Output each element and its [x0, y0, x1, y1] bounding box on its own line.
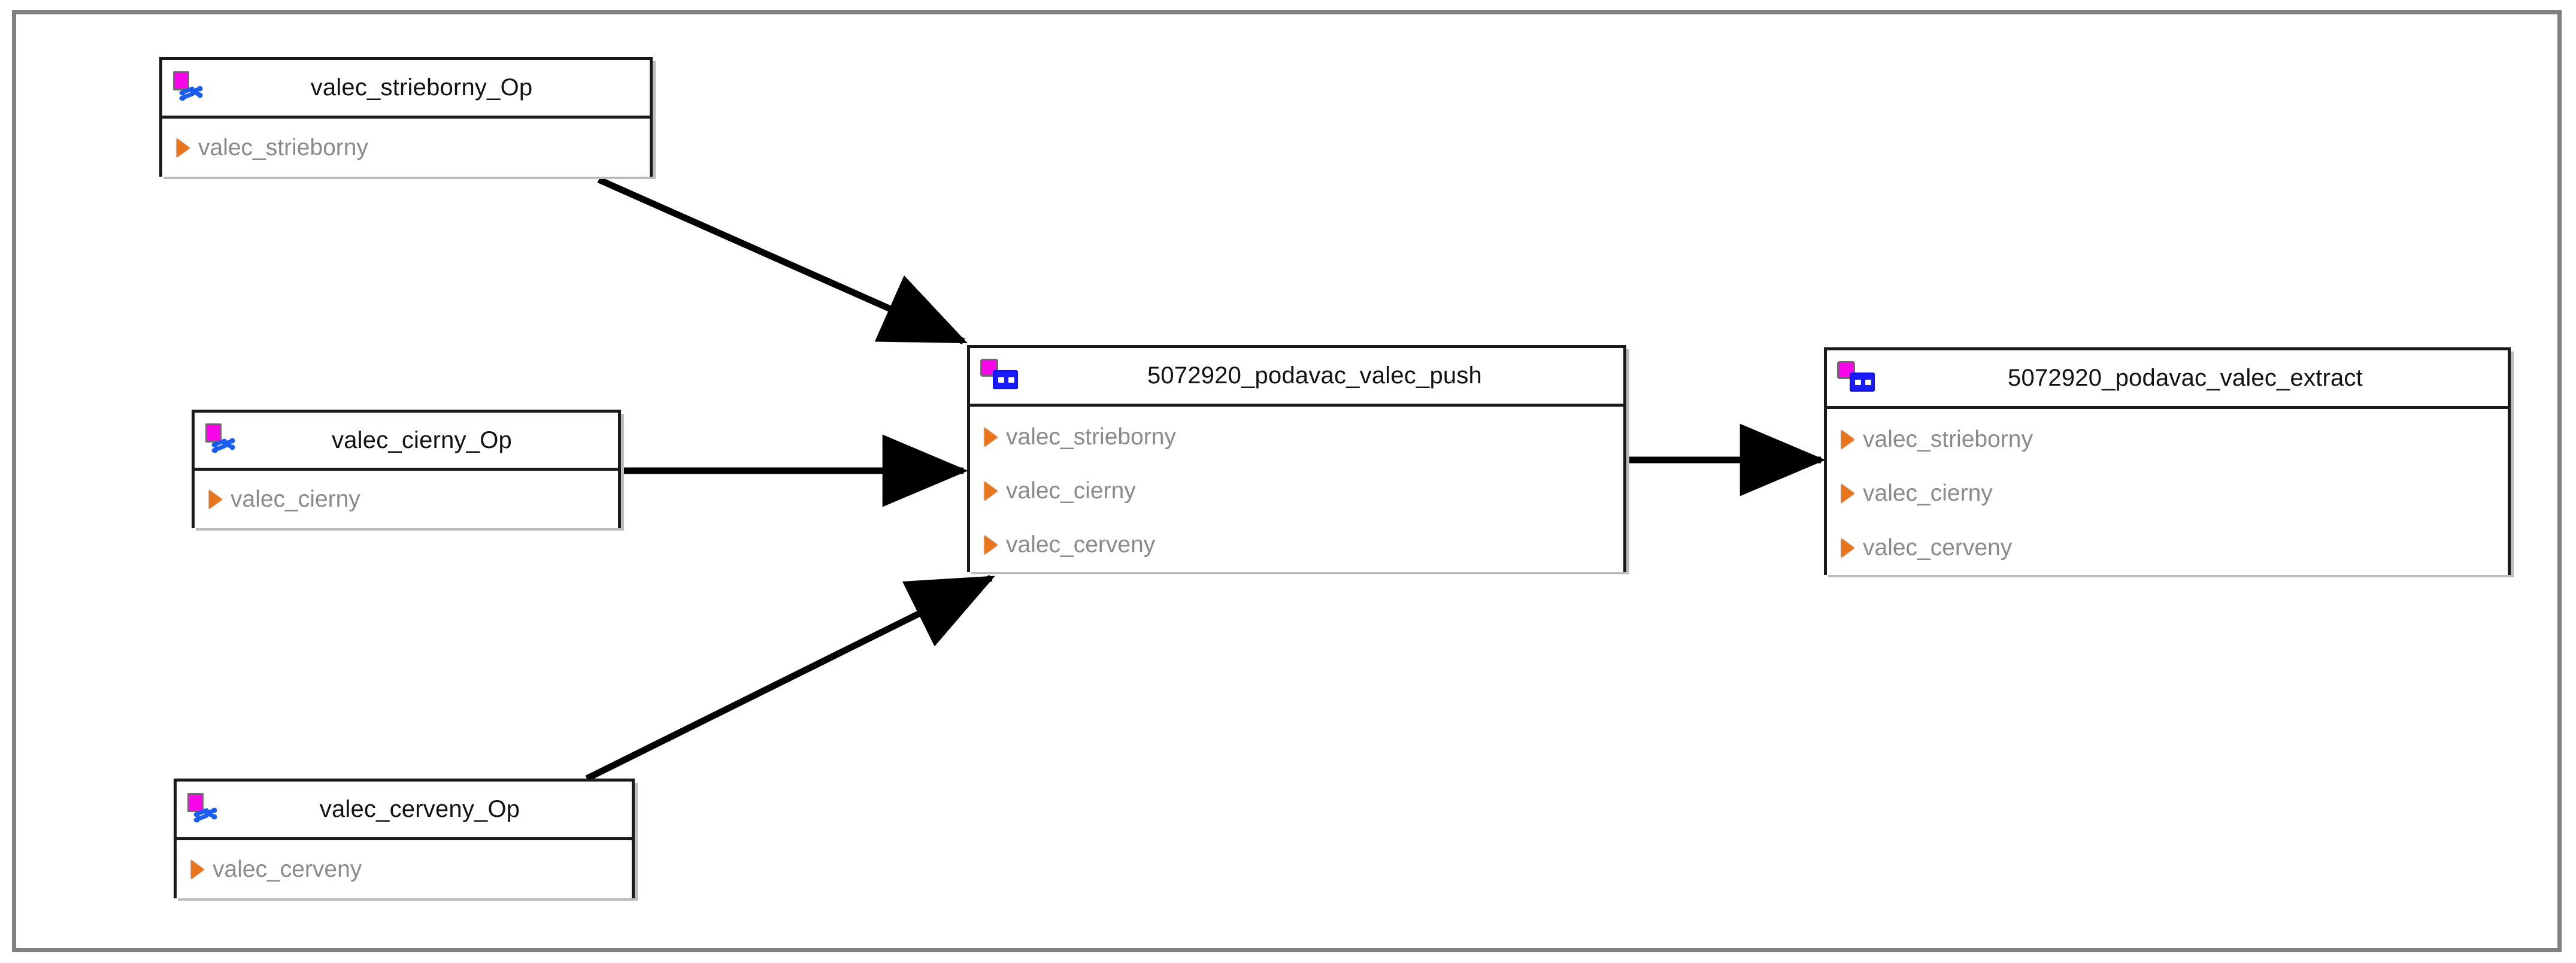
class-icon [1836, 361, 1876, 396]
attribute-row[interactable]: valec_cerveny [1827, 521, 2508, 575]
node-title: valec_strieborny_Op [310, 74, 533, 101]
class-icon [980, 358, 1019, 393]
node-header: valec_cierny_Op [195, 413, 618, 471]
attribute-row[interactable]: valec_strieborny [970, 410, 1623, 464]
node-body: valec_cerveny [177, 840, 632, 898]
attribute-label: valec_strieborny [1006, 424, 1176, 450]
node-title: 5072920_podavac_valec_push [1147, 362, 1482, 389]
node-body: valec_strieborny valec_cierny valec_cerv… [1827, 409, 2508, 575]
edge-cerveny-to-push [585, 575, 995, 782]
attribute-row[interactable]: valec_cerveny [177, 856, 632, 883]
diagram-frame [12, 10, 2562, 952]
orange-triangle-icon [984, 428, 998, 447]
edge-strieborny-to-push [597, 176, 968, 345]
attribute-row[interactable]: valec_cierny [195, 486, 618, 513]
node-title: valec_cierny_Op [332, 426, 512, 453]
attribute-label: valec_cierny [1006, 478, 1136, 504]
orange-triangle-icon [984, 535, 998, 555]
node-valec-strieborny-op[interactable]: valec_strieborny_Op valec_strieborny [159, 57, 653, 177]
node-header: 5072920_podavac_valec_push [970, 348, 1623, 407]
node-valec-cerveny-op[interactable]: valec_cerveny_Op valec_cerveny [174, 779, 635, 898]
orange-triangle-icon [209, 490, 222, 509]
operation-icon [186, 792, 221, 827]
node-valec-cierny-op[interactable]: valec_cierny_Op valec_cierny [192, 410, 621, 528]
attribute-label: valec_cerveny [1006, 532, 1156, 558]
operation-icon [172, 71, 207, 105]
attribute-label: valec_cierny [231, 486, 360, 512]
attribute-label: valec_cierny [1863, 480, 1993, 507]
attribute-label: valec_cerveny [213, 856, 362, 882]
node-podavac-valec-extract[interactable]: 5072920_podavac_valec_extract valec_stri… [1824, 347, 2511, 575]
orange-triangle-icon [1841, 538, 1854, 558]
node-header: valec_strieborny_Op [162, 60, 650, 119]
attribute-row[interactable]: valec_cierny [1827, 467, 2508, 520]
node-title: valec_cerveny_Op [319, 796, 520, 822]
node-title: 5072920_podavac_valec_extract [2008, 365, 2363, 391]
attribute-label: valec_strieborny [198, 134, 368, 160]
attribute-row[interactable]: valec_strieborny [1827, 413, 2508, 467]
orange-triangle-icon [191, 859, 204, 879]
attribute-label: valec_cerveny [1863, 534, 2013, 561]
node-podavac-valec-push[interactable]: 5072920_podavac_valec_push valec_striebo… [967, 345, 1626, 572]
attribute-row[interactable]: valec_cerveny [970, 518, 1623, 572]
attribute-row[interactable]: valec_cierny [970, 464, 1623, 518]
orange-triangle-icon [1841, 430, 1854, 450]
attribute-row[interactable]: valec_strieborny [162, 135, 650, 161]
orange-triangle-icon [177, 138, 190, 158]
attribute-label: valec_strieborny [1863, 426, 2033, 453]
node-header: valec_cerveny_Op [177, 782, 632, 840]
node-body: valec_strieborny valec_cierny valec_cerv… [970, 407, 1623, 572]
operation-icon [204, 423, 239, 458]
node-body: valec_cierny [195, 471, 618, 528]
orange-triangle-icon [1841, 484, 1854, 504]
node-header: 5072920_podavac_valec_extract [1827, 350, 2508, 409]
orange-triangle-icon [984, 482, 998, 501]
node-body: valec_strieborny [162, 119, 650, 177]
